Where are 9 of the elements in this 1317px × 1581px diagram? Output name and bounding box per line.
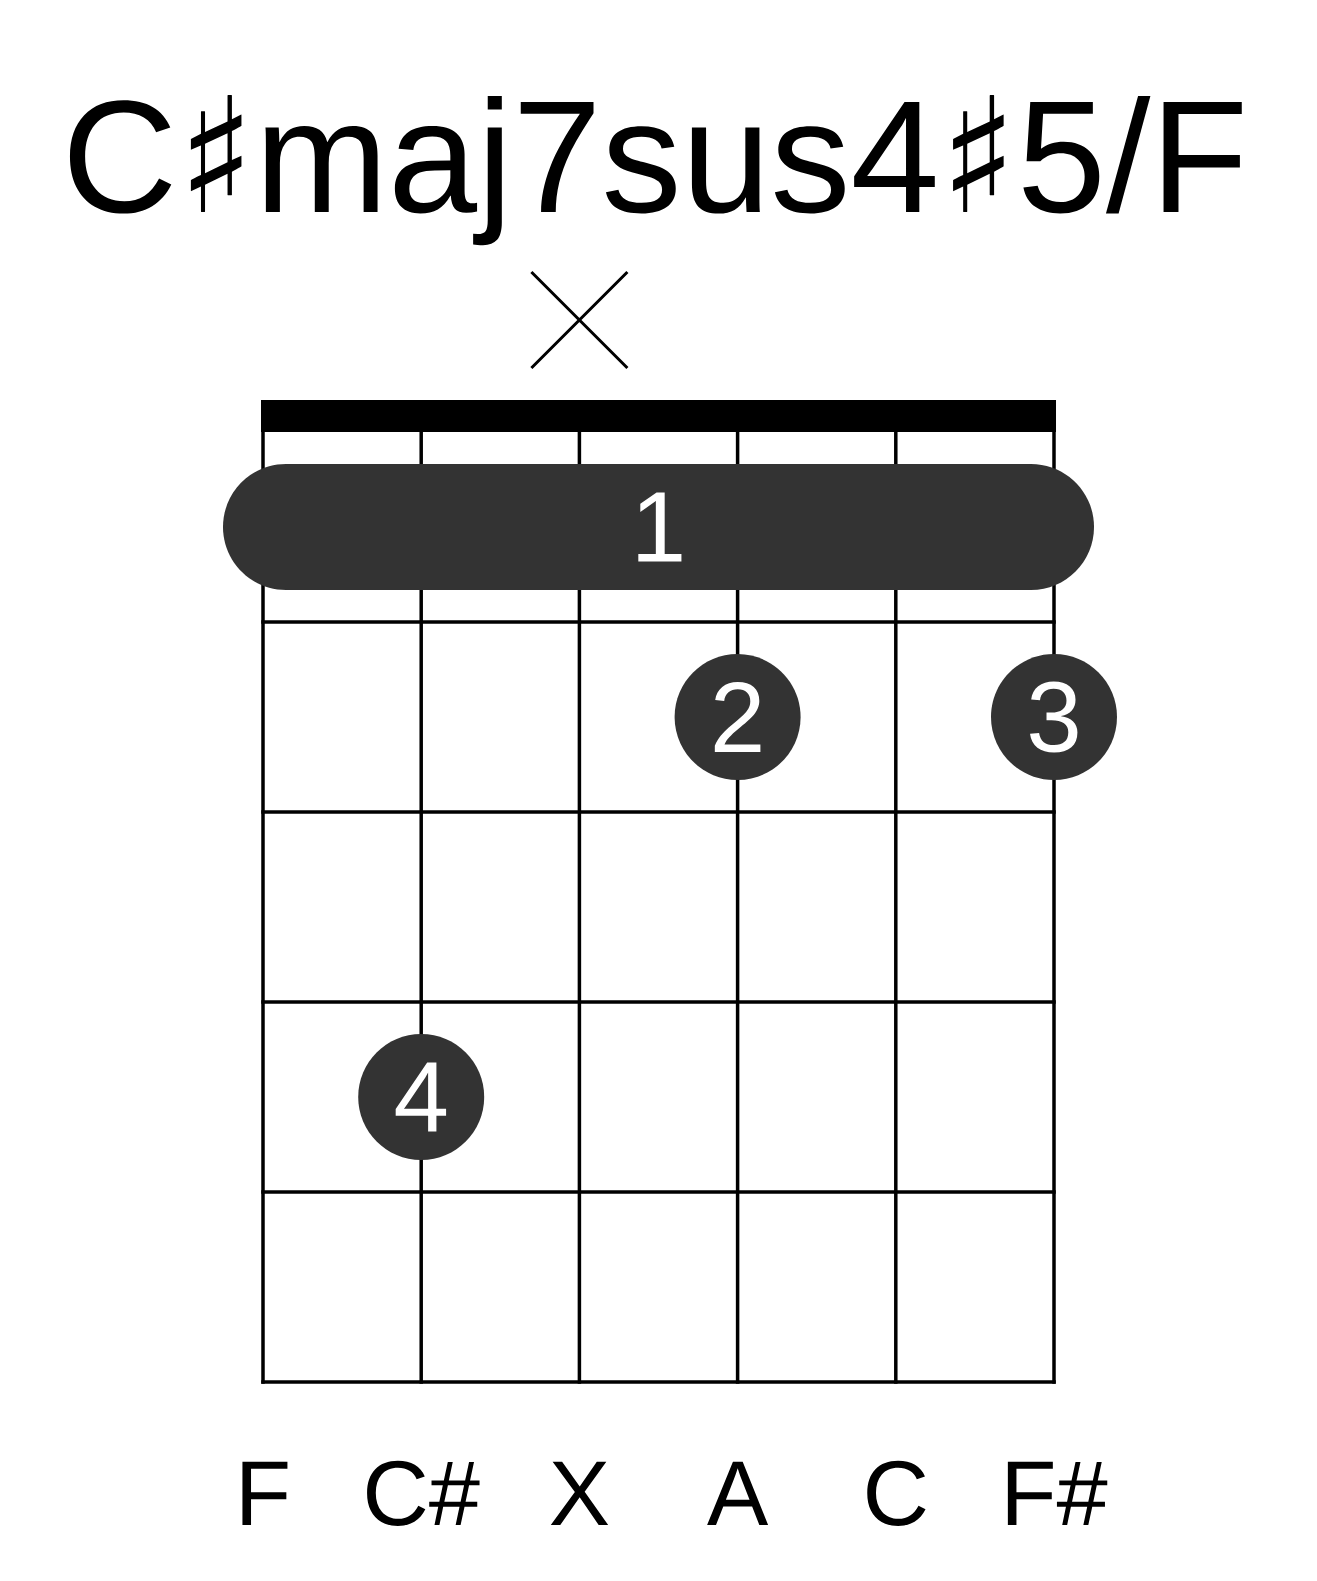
barre-bar: 1 (223, 464, 1094, 590)
nut-bar (261, 400, 1056, 432)
chord-title: C♯maj7sus4♯5/F (69, 95, 1242, 246)
string-note-label: F# (1007, 1461, 1108, 1525)
string-note-label: C (867, 1460, 926, 1526)
string-note-label: A (707, 1461, 769, 1525)
string-note-label: C# (367, 1460, 480, 1526)
string-note-label: F (242, 1461, 288, 1525)
string-note-label: X (550, 1461, 609, 1525)
